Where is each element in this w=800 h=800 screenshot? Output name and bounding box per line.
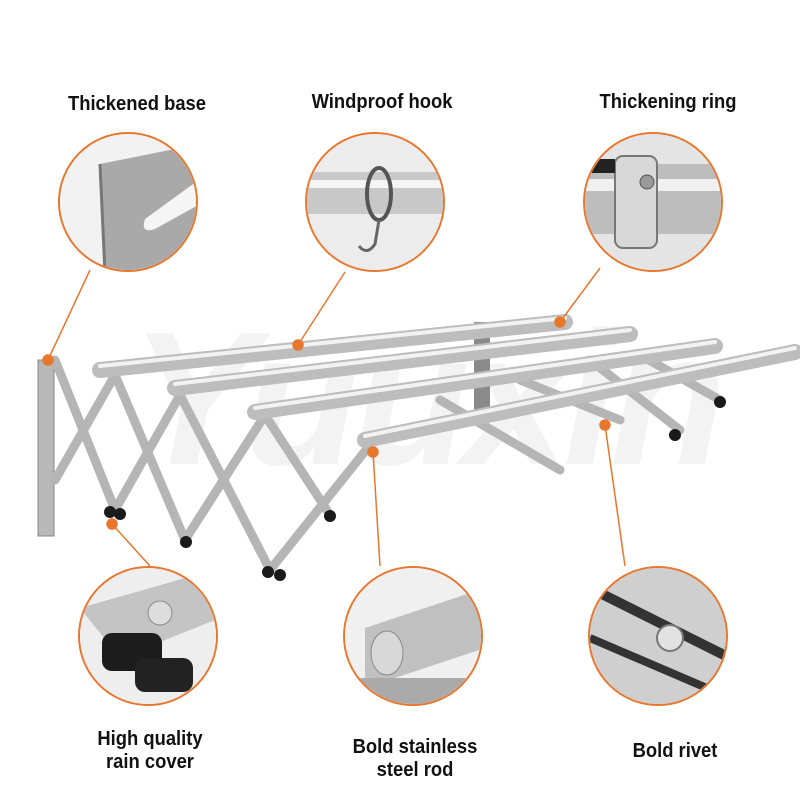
rod-end-icon <box>345 568 481 704</box>
detail-circle-base <box>58 132 198 272</box>
label-windproof-hook: Windproof hook <box>311 91 453 113</box>
label-thickened-base: Thickened base <box>67 93 207 115</box>
hook-icon <box>307 134 443 270</box>
detail-circle-rain-cover <box>78 566 218 706</box>
detail-circle-ring <box>583 132 723 272</box>
base-plate-icon <box>60 134 196 270</box>
label-bold-rivet: Bold rivet <box>632 740 718 762</box>
ring-clamp-icon <box>585 134 721 270</box>
detail-circle-rivet <box>588 566 728 706</box>
rivet-icon <box>590 568 726 704</box>
label-rain-cover: High quality rain cover <box>97 728 203 773</box>
rain-cover-cap-icon <box>80 568 216 704</box>
detail-circle-hook <box>305 132 445 272</box>
detail-circle-steel-rod <box>343 566 483 706</box>
label-steel-rod: Bold stainless steel rod <box>352 736 478 781</box>
label-thickening-ring: Thickening ring <box>599 91 737 113</box>
